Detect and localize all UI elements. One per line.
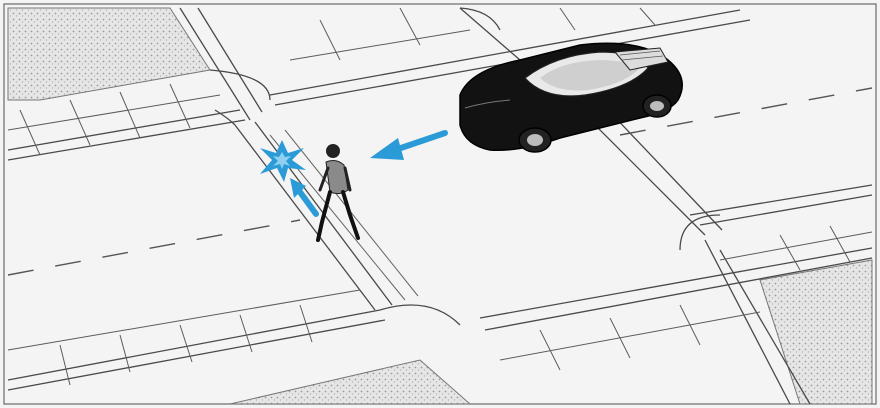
street-scene [0, 0, 880, 408]
illustration-frame [0, 0, 880, 408]
